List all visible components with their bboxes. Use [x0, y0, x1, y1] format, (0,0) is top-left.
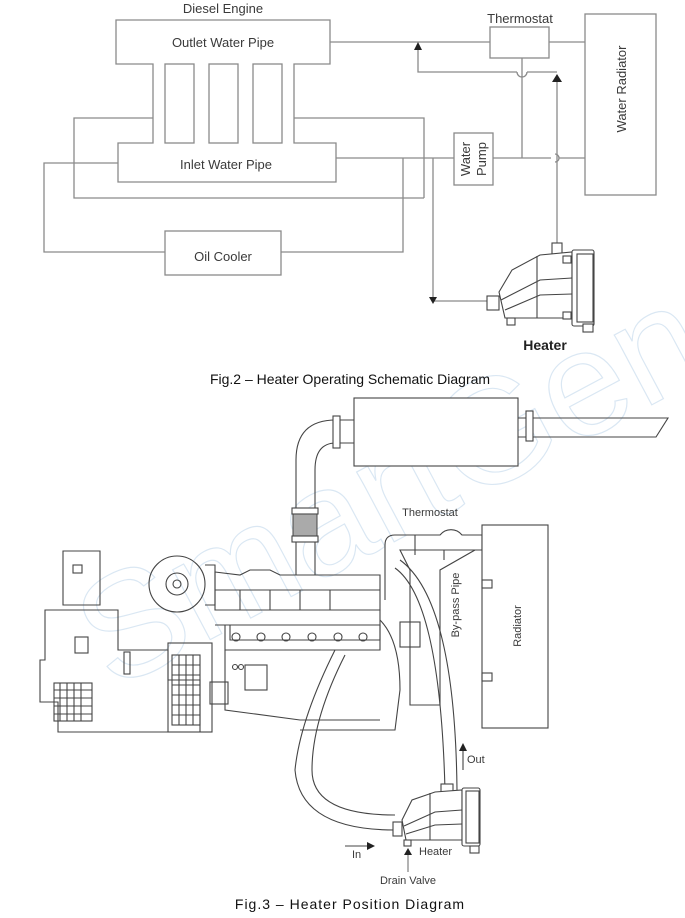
bypass-pipe-label: By-pass Pipe	[450, 573, 462, 638]
oil-cooler-label: Oil Cooler	[194, 249, 252, 264]
exhaust-tailpipe	[518, 417, 669, 438]
heater-return-pipe	[417, 45, 557, 73]
inlet-water-pipe-label: Inlet Water Pipe	[180, 157, 272, 172]
water-radiator-label: Water Radiator	[614, 45, 629, 133]
drain-arrow-icon	[404, 848, 412, 855]
fig3-radiator-box	[481, 524, 549, 729]
arrow-up-icon	[414, 42, 422, 50]
oil-cooler-box	[164, 230, 282, 276]
fig2-caption: Fig.2 – Heater Operating Schematic Diagr…	[210, 371, 490, 387]
fig3-radiator-label: Radiator	[512, 605, 524, 647]
heater-unit-fig3	[392, 783, 481, 854]
water-radiator-box	[584, 13, 657, 196]
fig2-schematic: Diesel Engine Outlet Water Pipe Inlet Wa…	[43, 1, 657, 387]
diesel-engine-label: Diesel Engine	[183, 1, 263, 16]
water-pump-label-2: Pump	[474, 142, 489, 176]
thermostat-label: Thermostat	[487, 11, 553, 26]
arrow-down-icon	[429, 297, 437, 304]
outlet-water-pipe-label: Outlet Water Pipe	[172, 35, 274, 50]
pipe-crossover-2	[516, 71, 528, 78]
exhaust-muffler	[353, 397, 519, 467]
engine-side-loop	[73, 117, 424, 199]
drain-valve-label: Drain Valve	[380, 875, 436, 887]
heater-inlet-hose	[294, 649, 396, 831]
engine-right-loop	[294, 117, 425, 198]
cylinder-2	[208, 63, 239, 144]
fig3-caption: Fig.3 – Heater Position Diagram	[235, 896, 465, 912]
thermostat-box	[489, 26, 550, 59]
in-label: In	[352, 849, 361, 861]
fig3-position: Thermostat Radiator By-pass Pipe Out	[39, 397, 669, 912]
exhaust-bellows	[291, 507, 319, 575]
fig3-heater-label: Heater	[419, 846, 452, 858]
engine-outline	[115, 19, 337, 183]
inlet-to-oil-cooler-pipe	[43, 162, 165, 253]
oil-cooler-return-pipe	[281, 158, 404, 253]
cylinder-3	[252, 63, 283, 144]
out-arrow-icon	[459, 743, 467, 751]
pipe-crossover	[554, 153, 560, 163]
generator	[39, 550, 213, 733]
fig3-thermostat-label: Thermostat	[402, 507, 458, 519]
water-pump-box	[453, 132, 494, 186]
heater-outlet-hose	[394, 559, 458, 791]
heater-unit-fig2	[486, 242, 595, 333]
cylinder-1	[164, 63, 195, 144]
heater-label: Heater	[523, 337, 567, 353]
water-pump-label-1: Water	[458, 141, 473, 176]
in-arrow-icon	[367, 842, 375, 850]
arrow-up-icon	[552, 74, 562, 82]
out-label: Out	[467, 754, 485, 766]
